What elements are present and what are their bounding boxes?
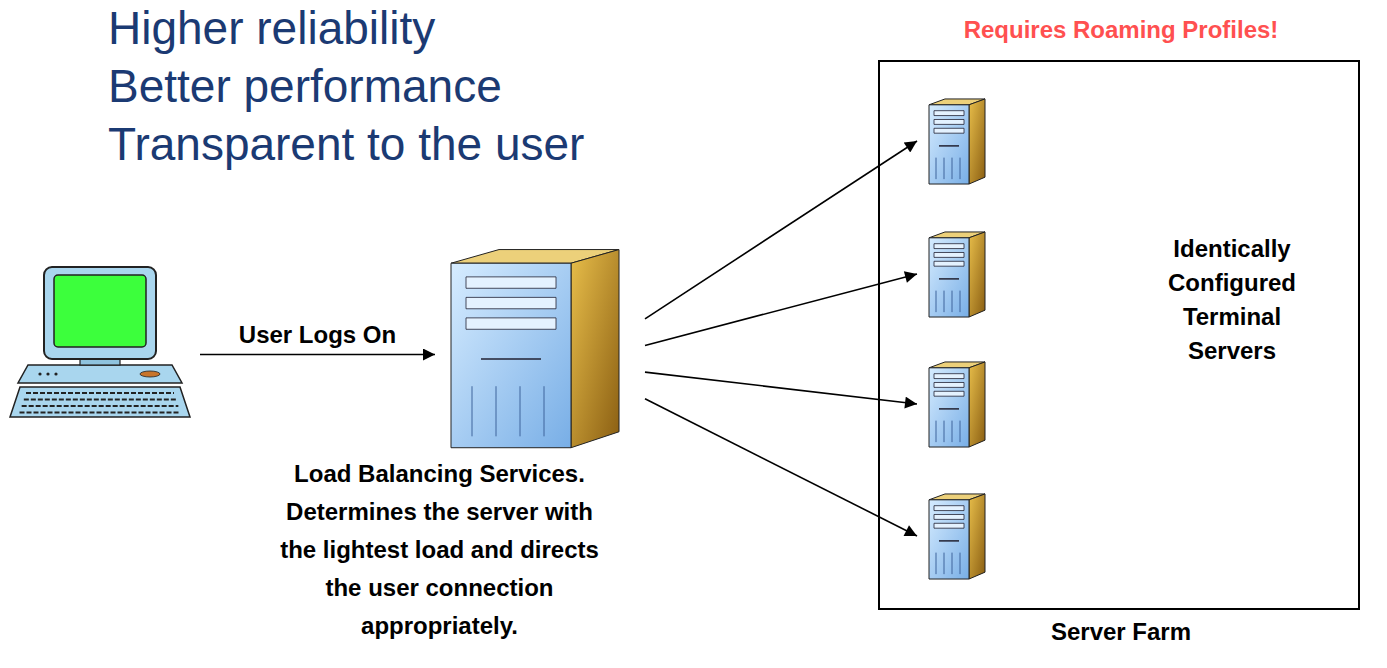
vent-line [960,421,961,443]
connector-arrow [200,354,435,356]
tower-side [571,250,619,448]
tower-side [969,362,985,447]
vent-line [936,291,937,313]
terminal-server [927,97,987,185]
key-row [20,411,181,413]
vent-line [936,553,937,575]
server-icon [445,245,625,450]
vent-line [944,553,945,575]
drive-bay [934,514,964,519]
server-caption: Load Balancing Services. Determines the … [272,455,607,645]
drive-bay [934,382,964,387]
vent-line [952,158,953,180]
bullet-point: Transparent to the user [108,118,584,171]
drive-bay [934,391,964,396]
vent-line [960,291,961,313]
vent-line [952,421,953,443]
case-light [38,372,41,375]
drive-bay [466,277,556,288]
tower-front [451,263,571,448]
vent-line [944,421,945,443]
drive-bay [466,297,556,308]
tower-front [929,238,969,317]
bullet-point: Higher reliability [108,2,435,55]
drive-bay [934,244,964,249]
tower-side [969,99,985,184]
tower-side [969,232,985,317]
drive-bay [934,506,964,511]
drive-bay [934,111,964,116]
vent-line [936,421,937,443]
keyboard [10,387,190,417]
tower-side [969,494,985,579]
vent-line [944,291,945,313]
computer-case [18,365,182,383]
disk-slot [481,358,541,360]
disk-slot [939,408,959,410]
tower-front [929,500,969,579]
monitor-body [44,267,156,359]
disk-slot [939,278,959,280]
connector-arrow [645,141,917,319]
vent-line [960,158,961,180]
terminal-server [927,230,987,318]
terminal-server [927,360,987,448]
terminal-server [927,492,987,580]
vent-line [472,386,473,436]
vent-line [952,553,953,575]
server-icon [927,492,987,580]
tower-front [929,105,969,184]
drive-bay [934,523,964,528]
edge-label: User Logs On [236,321,399,349]
drive-bay [934,128,964,133]
server-icon [927,360,987,448]
warning-heading: Requires Roaming Profiles! [820,16,1387,44]
key-row [24,398,176,400]
disk-slot [939,145,959,147]
drive-bay [466,318,556,329]
vent-line [952,291,953,313]
disk-slot [939,540,959,542]
farm-description: Identically Configured Terminal Servers [1157,232,1307,368]
vent-line [960,553,961,575]
drive-bay [934,374,964,379]
connector-arrow [645,274,917,345]
drive-bay [934,119,964,124]
vent-line [936,158,937,180]
farm-title: Server Farm [820,618,1387,646]
vent-line [544,386,545,436]
vent-line [496,386,497,436]
connector-arrow [645,372,917,404]
key-row [26,392,174,394]
server-icon [927,230,987,318]
drive-bay [934,252,964,257]
tower-front [929,368,969,447]
client-computer [10,265,190,420]
drive-slot [140,371,160,377]
case-light [54,372,57,375]
case-light [46,372,49,375]
key-row [22,405,179,407]
computer-icon [10,265,190,420]
drive-bay [934,261,964,266]
vent-line [520,386,521,436]
load-balancer-server: Load Balancing Services. Determines the … [240,245,640,655]
connector-arrow [645,399,917,536]
server-icon [927,97,987,185]
server-farm-box: Requires Roaming Profiles!Identically Co… [878,60,1360,610]
monitor-screen [54,275,146,347]
vent-line [944,158,945,180]
bullet-point: Better performance [108,60,502,113]
